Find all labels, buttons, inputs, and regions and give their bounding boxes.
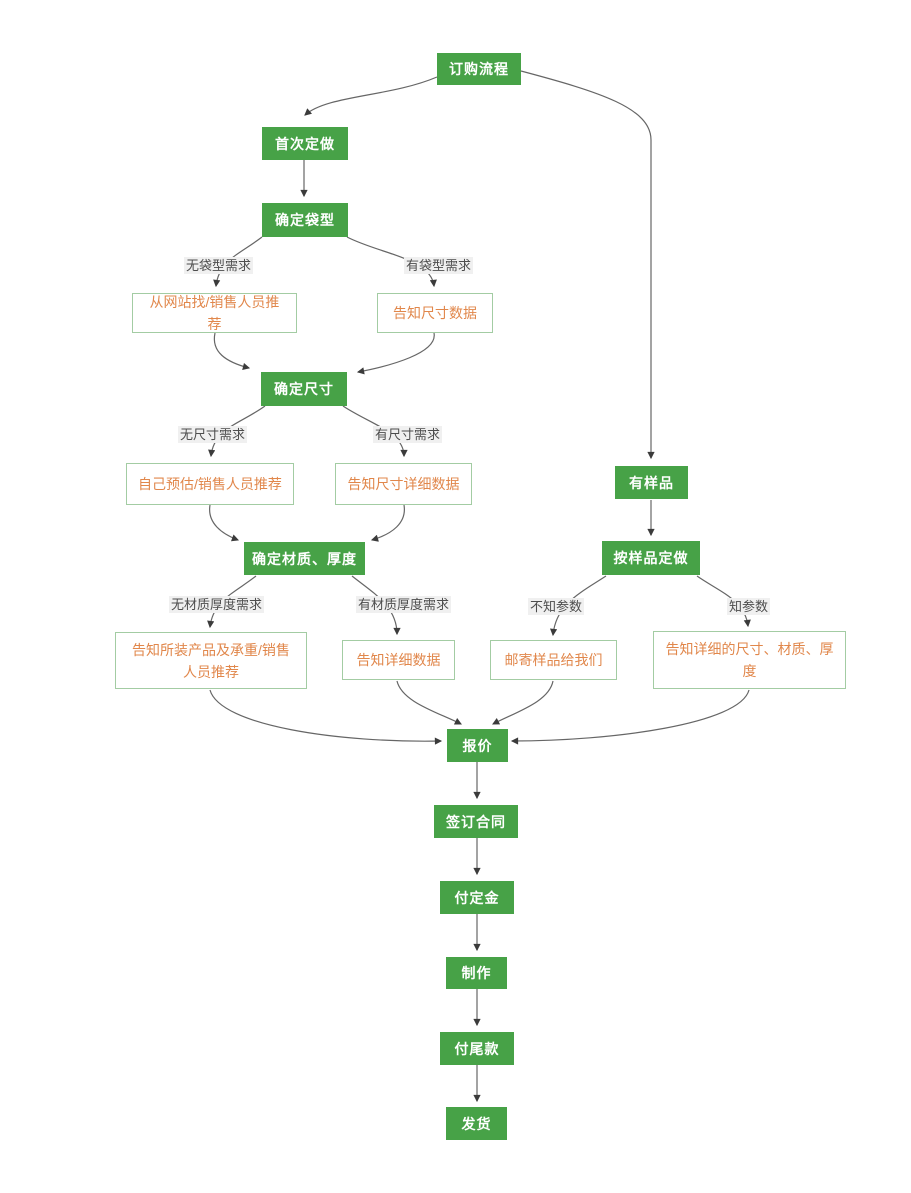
edge-label-known-params: 知参数: [727, 598, 771, 615]
edge-label-no-material-need: 无材质厚度需求: [169, 596, 265, 613]
option-tell-size-data: 告知尺寸数据: [377, 293, 493, 333]
node-pay-balance: 付尾款: [440, 1032, 514, 1065]
node-determine-material-thickness: 确定材质、厚度: [244, 542, 365, 575]
node-ship: 发货: [446, 1107, 507, 1140]
node-quote: 报价: [447, 729, 508, 762]
option-tell-detail-data: 告知详细数据: [342, 640, 455, 680]
edge-label-unknown-params: 不知参数: [528, 598, 585, 615]
option-tell-product-load: 告知所装产品及承重/销售人员推荐: [115, 632, 307, 689]
node-custom-by-sample: 按样品定做: [602, 541, 700, 575]
node-determine-bag-type: 确定袋型: [262, 203, 348, 237]
option-self-estimate: 自己预估/销售人员推荐: [126, 463, 294, 505]
edge-label-no-bag-need: 无袋型需求: [184, 257, 254, 274]
node-first-custom: 首次定做: [262, 127, 348, 160]
connector-size-detail-to-material: [370, 504, 405, 542]
option-tell-detail-size-material: 告知详细的尺寸、材质、厚度: [653, 631, 846, 689]
edge-label-has-material-need: 有材质厚度需求: [356, 596, 452, 613]
connector-order-to-first-custom: [304, 76, 438, 116]
option-mail-sample: 邮寄样品给我们: [490, 640, 617, 680]
connector-mail-sample-to-quote: [492, 680, 554, 725]
node-sign-contract: 签订合同: [434, 805, 518, 838]
node-has-sample: 有样品: [615, 466, 688, 499]
connector-detail-data-to-quote: [396, 680, 462, 725]
connector-find-website-to-size: [213, 332, 251, 370]
connector-product-load-to-quote: [209, 689, 443, 745]
option-tell-size-detail: 告知尺寸详细数据: [335, 463, 472, 505]
edge-label-no-size-need: 无尺寸需求: [178, 426, 248, 443]
edge-label-has-bag-need: 有袋型需求: [404, 257, 474, 274]
connector-order-to-has-sample: [520, 70, 655, 460]
connector-self-estimate-to-material: [209, 504, 240, 542]
option-find-from-website: 从网站找/销售人员推荐: [132, 293, 297, 333]
node-order-process: 订购流程: [437, 53, 521, 85]
node-production: 制作: [446, 957, 507, 989]
node-determine-size: 确定尺寸: [261, 372, 347, 406]
connector-tell-size-to-size: [356, 332, 435, 375]
edge-label-has-size-need: 有尺寸需求: [373, 426, 443, 443]
node-pay-deposit: 付定金: [440, 881, 514, 914]
connector-detail-size-to-quote: [510, 689, 750, 745]
